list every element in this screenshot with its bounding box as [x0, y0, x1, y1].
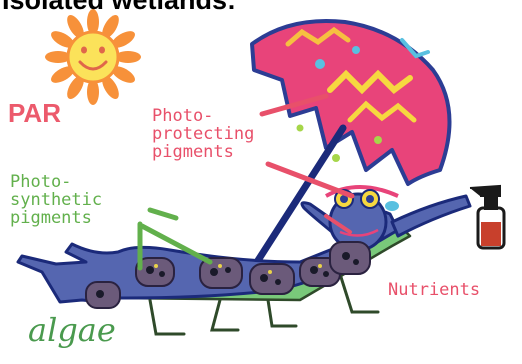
label-photoprotecting-pigments: Photo- protecting pigments — [152, 108, 254, 162]
label-algae: algae — [28, 314, 116, 348]
spray-bottle-icon — [470, 186, 504, 248]
label-photosynthetic-pigments: Photo- synthetic pigments — [10, 174, 102, 228]
sun-icon — [45, 9, 141, 105]
label-par: PAR — [8, 100, 61, 127]
label-nutrients: Nutrients — [388, 282, 480, 300]
diagram-title: Isolated wetlands: — [2, 0, 236, 14]
